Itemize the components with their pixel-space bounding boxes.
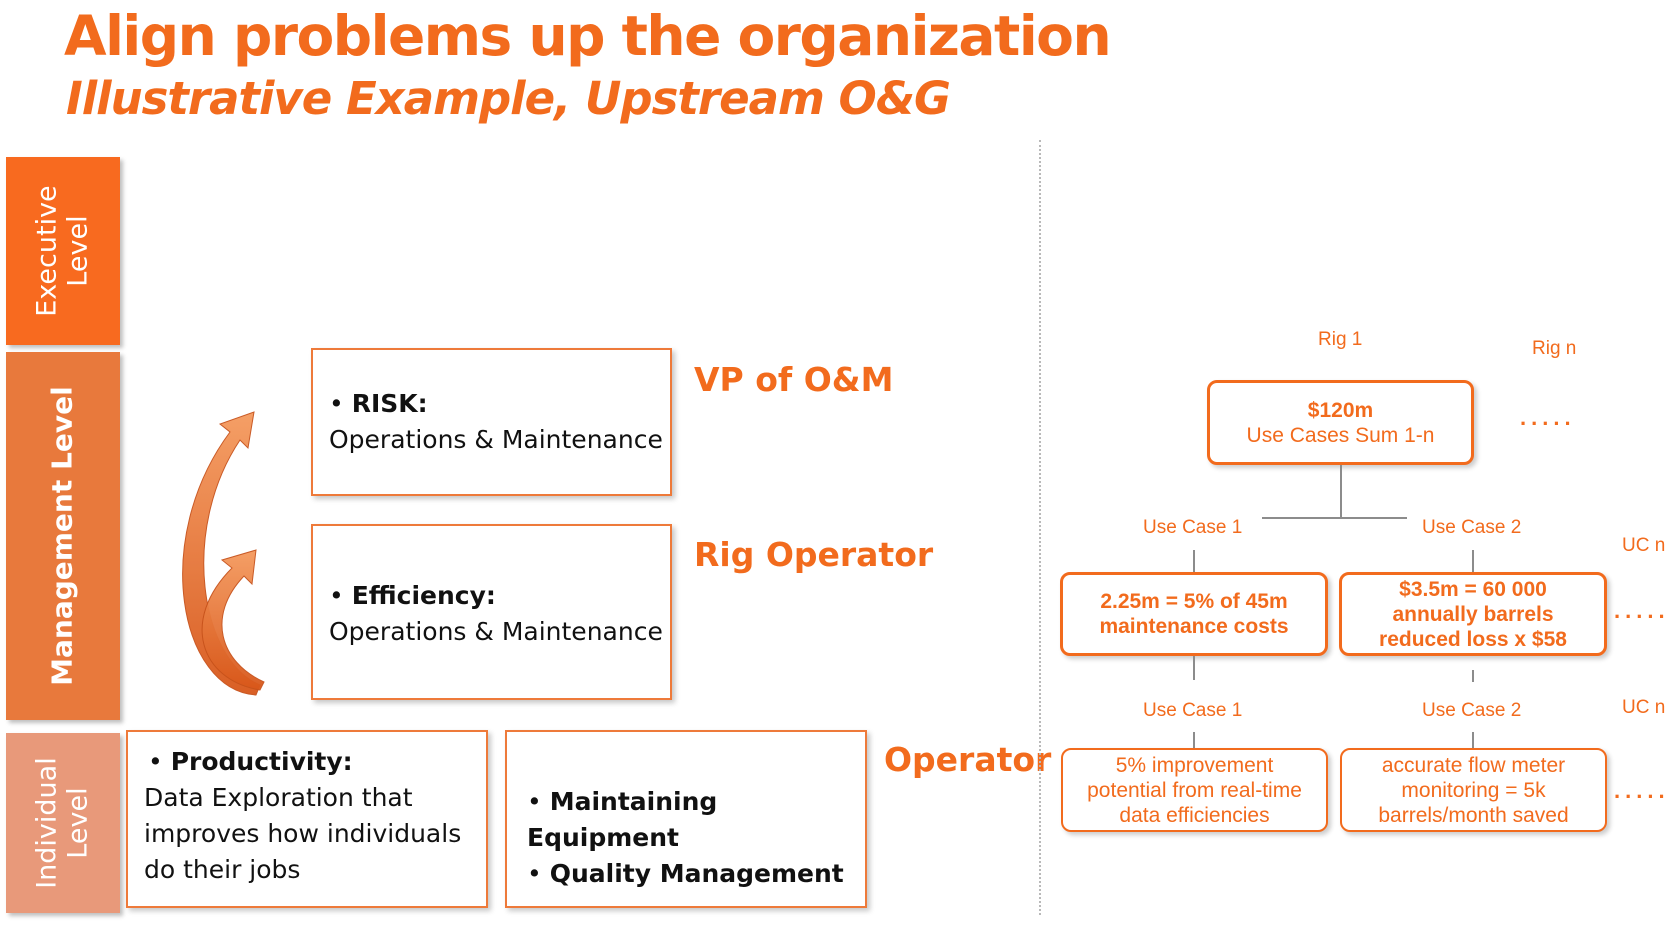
risk-heading: RISK: [351, 389, 428, 418]
top-sum-desc: Use Cases Sum 1-n [1246, 423, 1435, 447]
management-level-label: Management Level [45, 386, 79, 686]
bullet-icon: • [527, 859, 550, 888]
use-case-2-value-line: annually barrels [1392, 602, 1554, 626]
use-case-2-detail-line: barrels/month saved [1378, 803, 1569, 827]
role-operator: Operator [884, 740, 1052, 779]
risk-card-head: • RISK: [329, 386, 670, 422]
productivity-card-head: • Productivity: [144, 744, 486, 780]
section-divider [1039, 140, 1041, 915]
uc-n-label: UC n [1622, 697, 1666, 718]
connector [1262, 517, 1407, 519]
task-item: • Quality Management [527, 856, 865, 892]
productivity-line-2: improves how individuals [144, 819, 462, 848]
use-case-1-detail-line: 5% improvement [1115, 753, 1274, 777]
rig-1-label: Rig 1 [1318, 329, 1363, 350]
use-case-1-label: Use Case 1 [1143, 700, 1243, 721]
use-case-1-label: Use Case 1 [1143, 517, 1243, 538]
use-case-1-value-line: 2.25m = 5% of 45m [1100, 590, 1288, 613]
use-case-2-value-line: reduced loss x $58 [1379, 627, 1567, 651]
use-case-2-detail-line: accurate flow meter [1381, 753, 1566, 777]
productivity-line-3: do their jobs [144, 855, 301, 884]
uc-n-label: UC n [1622, 535, 1666, 556]
bullet-icon: • [527, 787, 550, 816]
connector [1193, 656, 1195, 680]
use-case-ellipsis: ..... [1614, 598, 1670, 623]
use-case-1-detail-line: potential from real-time [1087, 778, 1302, 802]
task-item: • Maintaining Equipment [527, 784, 865, 856]
use-case-2-label: Use Case 2 [1422, 517, 1522, 538]
connector [1472, 732, 1474, 748]
efficiency-heading: Efficiency: [351, 581, 496, 610]
bullet-icon: • [329, 581, 352, 610]
bullet-icon: • [148, 747, 171, 776]
bullet-icon: • [329, 389, 352, 418]
use-case-1-detail-line: data efficiencies [1119, 803, 1270, 827]
task-label: Quality Management [549, 859, 844, 888]
role-vp: VP of O&M [694, 360, 894, 399]
arrow-to-efficiency [201, 549, 265, 691]
connector [1193, 550, 1195, 572]
efficiency-card-body: Operations & Maintenance [329, 617, 663, 646]
top-sum-value: $120m [1307, 398, 1374, 422]
page-title: Align problems up the organization [64, 4, 1112, 68]
use-case-2-detail-box: accurate flow meter monitoring = 5k barr… [1340, 748, 1607, 832]
use-case-2-label: Use Case 2 [1422, 700, 1522, 721]
rig-ellipsis: ..... [1520, 405, 1576, 430]
connector [1472, 670, 1474, 682]
role-rig-operator: Rig Operator [694, 535, 934, 574]
rig-n-label: Rig n [1532, 338, 1577, 359]
productivity-line-1: Data Exploration that [144, 783, 413, 812]
escalation-arrows [182, 411, 265, 696]
page-subtitle: Illustrative Example, Upstream O&G [66, 72, 951, 125]
task-label: Maintaining Equipment [527, 787, 718, 852]
use-case-1-value-box: 2.25m = 5% of 45m maintenance costs [1060, 572, 1328, 656]
risk-card-body: Operations & Maintenance [329, 425, 663, 454]
efficiency-card-head: • Efficiency: [329, 578, 670, 614]
connector [1340, 465, 1342, 517]
tasks-card: • Maintaining Equipment • Quality Manage… [505, 730, 867, 908]
connector [1472, 550, 1474, 572]
use-case-2-value-box: $3.5m = 60 000 annually barrels reduced … [1339, 572, 1607, 656]
use-case-2-detail-line: monitoring = 5k [1401, 778, 1546, 802]
connector [1193, 732, 1195, 748]
detail-ellipsis: ..... [1614, 778, 1670, 803]
use-case-1-detail-box: 5% improvement potential from real-time … [1061, 748, 1328, 832]
top-sum-box: $120m Use Cases Sum 1-n [1207, 380, 1474, 465]
productivity-heading: Productivity: [170, 747, 353, 776]
risk-card: • RISK: Operations & Maintenance [311, 348, 672, 496]
use-case-2-value-line: $3.5m = 60 000 [1399, 577, 1547, 601]
use-case-1-value-line: maintenance costs [1099, 615, 1289, 638]
management-level-band: Management Level [6, 352, 120, 720]
productivity-card: • Productivity: Data Exploration that im… [126, 730, 488, 908]
efficiency-card: • Efficiency: Operations & Maintenance [311, 524, 672, 700]
